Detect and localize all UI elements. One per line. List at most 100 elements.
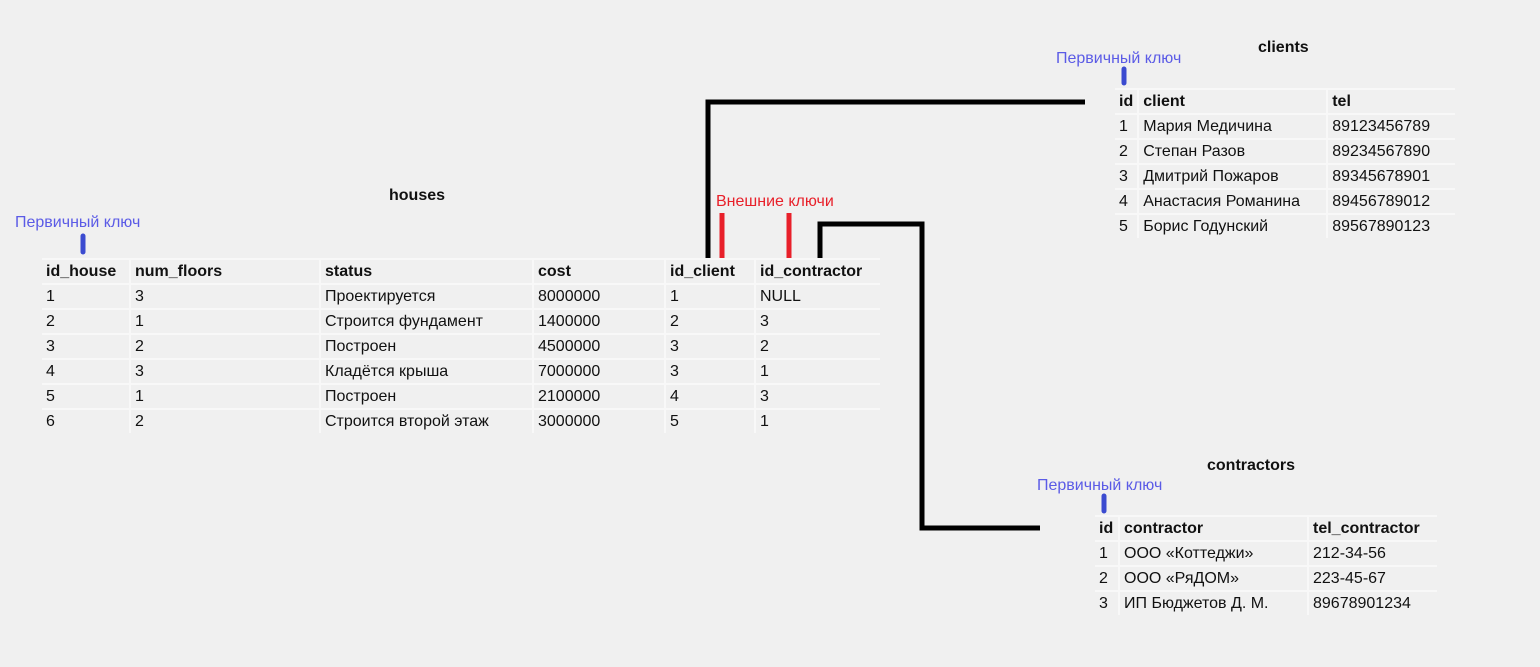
table-cell: 3: [664, 358, 756, 385]
table-cell: 89567890123: [1326, 213, 1455, 238]
table-cell: 5: [1115, 213, 1140, 238]
pk-label-houses: Первичный ключ: [15, 214, 141, 231]
table-cell: 2: [129, 408, 321, 433]
table-cell: 1: [42, 283, 131, 310]
table-cell: 89234567890: [1326, 138, 1455, 165]
table-cell: Строится второй этаж: [319, 408, 534, 433]
table-cell: 3: [754, 308, 880, 335]
table-cell: 2: [1115, 138, 1140, 165]
table-cell: 3: [664, 333, 756, 360]
table-header-row: id_house num_floors status cost id_clien…: [42, 258, 880, 285]
table-cell: 223-45-67: [1307, 565, 1437, 592]
contractors-title: contractors: [1207, 457, 1296, 474]
table-cell: Анастасия Романина: [1137, 188, 1329, 215]
table-cell: Мария Медичина: [1137, 113, 1329, 140]
column-header: id_contractor: [754, 258, 880, 285]
table-cell: 3: [129, 283, 321, 310]
table-cell: 4500000: [532, 333, 666, 360]
pk-label-clients: Первичный ключ: [1056, 50, 1182, 67]
table-cell: 5: [42, 383, 131, 410]
table-cell: 89123456789: [1326, 113, 1455, 140]
table-cell: ООО «РяДОМ»: [1118, 565, 1309, 592]
table-cell: 4: [1115, 188, 1140, 215]
table-cell: 1: [1095, 540, 1120, 567]
table-cell: Строится фундамент: [319, 308, 534, 335]
table-cell: ООО «Коттеджи»: [1118, 540, 1309, 567]
contractor-link-line: [817, 221, 1040, 531]
table-cell: 3: [1095, 590, 1120, 615]
clients-title: clients: [1258, 39, 1309, 56]
table-cell: 3: [129, 358, 321, 385]
table-cell: 89678901234: [1307, 590, 1437, 615]
houses-title: houses: [389, 187, 446, 204]
fk-label: Внешние ключи: [716, 193, 834, 210]
table-cell: 89345678901: [1326, 163, 1455, 190]
table-cell: Построен: [319, 333, 534, 360]
table-cell: 1: [664, 283, 756, 310]
table-cell: 2: [754, 333, 880, 360]
column-header: tel_contractor: [1307, 515, 1437, 542]
column-header: client: [1137, 88, 1329, 115]
table-cell: 1: [1115, 113, 1140, 140]
table-cell: 1400000: [532, 308, 666, 335]
table-cell: 2: [664, 308, 756, 335]
table-cell: 5: [664, 408, 756, 433]
table-cell: 2: [129, 333, 321, 360]
client-link-line: [705, 99, 1085, 258]
table-cell: 3000000: [532, 408, 666, 433]
table-cell: 1: [129, 383, 321, 410]
table-cell: 3: [1115, 163, 1140, 190]
table-cell: 89456789012: [1326, 188, 1455, 215]
column-header: tel: [1326, 88, 1455, 115]
table-cell: 1: [129, 308, 321, 335]
column-header: num_floors: [129, 258, 321, 285]
table-cell: 212-34-56: [1307, 540, 1437, 567]
table-cell: Дмитрий Пожаров: [1137, 163, 1329, 190]
table-cell: 3: [754, 383, 880, 410]
table-cell: ИП Бюджетов Д. М.: [1118, 590, 1309, 615]
table-header-row: id contractor tel_contractor: [1095, 515, 1437, 542]
table-cell: 2: [42, 308, 131, 335]
table-header-row: id client tel: [1115, 88, 1455, 115]
table-cell: 2: [1095, 565, 1120, 592]
table-cell: Степан Разов: [1137, 138, 1329, 165]
table-cell: NULL: [754, 283, 880, 310]
table-cell: 1: [754, 358, 880, 385]
table-cell: 4: [42, 358, 131, 385]
column-header: id: [1115, 88, 1140, 115]
table-cell: 1: [754, 408, 880, 433]
table-cell: Борис Годунский: [1137, 213, 1329, 238]
table-cell: Кладётся крыша: [319, 358, 534, 385]
column-header: contractor: [1118, 515, 1309, 542]
table-cell: Проектируется: [319, 283, 534, 310]
houses-table: id_house num_floors status cost id_clien…: [42, 258, 880, 433]
column-header: id: [1095, 515, 1120, 542]
column-header: status: [319, 258, 534, 285]
table-cell: 2100000: [532, 383, 666, 410]
table-cell: 6: [42, 408, 131, 433]
table-cell: 4: [664, 383, 756, 410]
table-cell: Построен: [319, 383, 534, 410]
column-header: cost: [532, 258, 666, 285]
pk-label-contractors: Первичный ключ: [1037, 477, 1163, 494]
column-header: id_house: [42, 258, 131, 285]
table-cell: 7000000: [532, 358, 666, 385]
column-header: id_client: [664, 258, 756, 285]
